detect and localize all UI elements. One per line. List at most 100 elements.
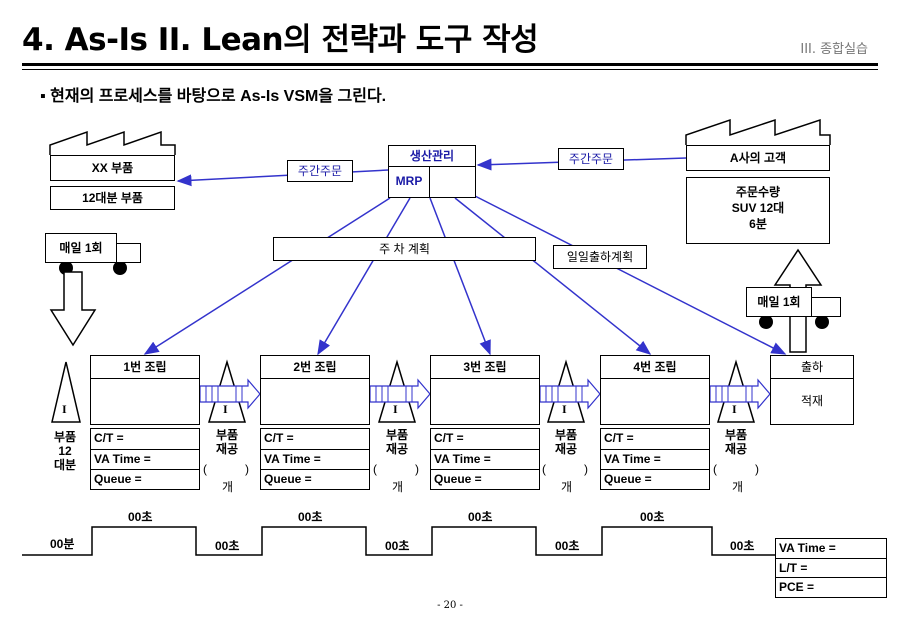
customer-name: A사의 고객 [729, 151, 787, 165]
wip-paren-close: ) [245, 462, 249, 476]
metric-va: VA Time = [431, 449, 539, 470]
customer-truck: 매일 1회 [746, 287, 812, 317]
wip-paren-close: ) [755, 462, 759, 476]
metric-queue: Queue = [91, 469, 199, 490]
first-inventory-label: 부품 12 대분 [50, 430, 80, 472]
customer-order-time: 6분 [749, 217, 767, 231]
timeline-line [22, 526, 775, 556]
summary-pce: PCE = [776, 577, 886, 598]
shipping-sub: 적재 [800, 394, 824, 408]
wip-paren-close: ) [415, 462, 419, 476]
customer-order-label: 주문수량 [735, 185, 781, 199]
inventory-symbol: I [562, 402, 567, 416]
process-name: 1번 조립 [91, 356, 199, 379]
timeline-wait-4: 00초 [730, 539, 755, 553]
wip-unit: 개 [392, 480, 404, 494]
header-rule [22, 63, 878, 66]
timeline-process-4: 00초 [640, 510, 665, 524]
timeline-wait-3: 00초 [555, 539, 580, 553]
weekly-order-customer-label: 주간주문 [558, 148, 624, 170]
wip-unit: 개 [561, 480, 573, 494]
supplier-factory-icon [49, 130, 176, 155]
timeline-wait-1: 00초 [215, 539, 240, 553]
inventory-triangle-first [51, 361, 81, 423]
timeline-process-2: 00초 [298, 510, 323, 524]
weekly-plan-box: 주 차 계획 [273, 237, 536, 261]
first-inventory-line: 12 [58, 444, 72, 458]
production-control-box: 생산관리 MRP [388, 145, 476, 198]
supplier-name: XX 부품 [91, 161, 134, 175]
wip-line: 부품 [724, 428, 748, 442]
metric-va: VA Time = [261, 449, 369, 470]
metric-ct: C/T = [604, 431, 634, 445]
metric-ct: C/T = [94, 431, 124, 445]
metrics-box-2: C/T = VA Time = Queue = [260, 428, 370, 490]
wip-line: 부품 [385, 428, 409, 442]
timeline-start: 00분 [50, 537, 75, 551]
customer-order-box: 주문수량 SUV 12대 6분 [686, 177, 830, 244]
weekly-order-text-2: 주간주문 [568, 152, 614, 166]
wip-unit: 개 [732, 480, 744, 494]
summary-box: VA Time = L/T = PCE = [775, 538, 887, 598]
timeline-process-3: 00초 [468, 510, 493, 524]
timeline-wait-2: 00초 [385, 539, 410, 553]
customer-truck-cab [811, 297, 841, 317]
supplier-parts-box: 12대분 부품 [50, 186, 175, 210]
shipping-box: 출하 적재 [770, 355, 854, 425]
mrp-box: MRP [389, 166, 430, 197]
metric-queue: Queue = [601, 469, 709, 490]
inventory-symbol: I [223, 402, 228, 416]
wip-line: 재공 [385, 442, 409, 456]
wip-line: 부품 [554, 428, 578, 442]
inventory-symbol: I [62, 402, 67, 416]
inventory-symbol: I [732, 402, 737, 416]
shipping-name: 출하 [771, 356, 853, 379]
metrics-box-3: C/T = VA Time = Queue = [430, 428, 540, 490]
wip-line: 재공 [215, 442, 239, 456]
supplier-delivery: 매일 1회 [59, 241, 103, 255]
wip-paren-open: ( [203, 462, 207, 476]
process-box-3: 3번 조립 [430, 355, 540, 425]
process-box-4: 4번 조립 [600, 355, 710, 425]
shipment-arrow-down [49, 271, 97, 347]
metric-queue: Queue = [261, 469, 369, 490]
summary-lt: L/T = [776, 558, 886, 579]
daily-shipping-text: 일일출하계획 [566, 250, 634, 264]
weekly-order-supplier-label: 주간주문 [287, 160, 353, 182]
supplier-box: XX 부품 [50, 155, 175, 181]
daily-shipping-plan-box: 일일출하계획 [553, 245, 647, 269]
first-inventory-line: 대분 [53, 458, 77, 472]
process-box-1: 1번 조립 [90, 355, 200, 425]
supplier-parts: 12대분 부품 [82, 191, 143, 205]
weekly-order-text: 주간주문 [297, 164, 343, 178]
inventory-symbol: I [393, 402, 398, 416]
wip-paren-open: ( [373, 462, 377, 476]
process-name: 4번 조립 [601, 356, 709, 379]
section-label: III. 종합실습 [800, 42, 868, 57]
summary-va: VA Time = [779, 541, 836, 555]
process-name: 2번 조립 [261, 356, 369, 379]
wip-paren-open: ( [713, 462, 717, 476]
process-name: 3번 조립 [431, 356, 539, 379]
metrics-box-1: C/T = VA Time = Queue = [90, 428, 200, 490]
customer-order-model: SUV 12대 [731, 201, 785, 215]
weekly-plan-text: 주 차 계획 [379, 242, 430, 256]
wip-paren-open: ( [542, 462, 546, 476]
wip-line: 재공 [724, 442, 748, 456]
metric-ct: C/T = [434, 431, 464, 445]
metrics-box-4: C/T = VA Time = Queue = [600, 428, 710, 490]
metric-va: VA Time = [601, 449, 709, 470]
metric-ct: C/T = [264, 431, 294, 445]
supplier-truck-cab [116, 243, 141, 263]
page-number: - 20 - [437, 600, 463, 611]
customer-factory-icon [685, 118, 831, 145]
first-inventory-line: 부품 [53, 430, 77, 444]
subtitle-text: 현재의 프로세스를 바탕으로 As-Is VSM을 그린다. [50, 88, 387, 105]
customer-delivery: 매일 1회 [757, 295, 801, 309]
supplier-truck: 매일 1회 [45, 233, 117, 263]
